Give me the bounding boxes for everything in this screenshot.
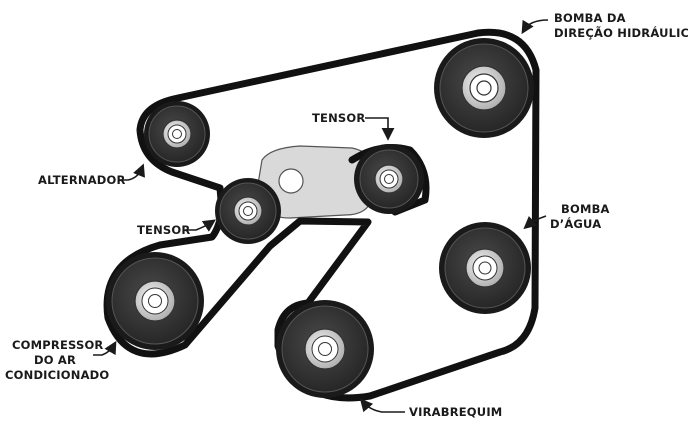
arrow-ac-compressor (93, 340, 117, 356)
label-ac-2: DO AR (34, 353, 76, 367)
label-power-steering-2: DIREÇÃO HIDRÁULICA (554, 25, 688, 40)
arrow-water-pump (523, 215, 547, 230)
label-crankshaft: VIRABREQUIM (409, 405, 502, 419)
crankshaft-pulley (276, 300, 374, 398)
label-alternator: ALTERNADOR (38, 173, 126, 187)
label-power-steering-1: BOMBA DA (554, 11, 626, 25)
label-ac-1: COMPRESSOR (12, 338, 103, 352)
arrow-power-steering (521, 19, 549, 35)
ac-compressor-pulley (106, 252, 204, 350)
labels: BOMBA DA DIREÇÃO HIDRÁULICA TENSOR ALTER… (5, 11, 688, 419)
label-water-pump-1: BOMBA (561, 202, 610, 216)
label-water-pump-2: D’ÁGUA (550, 216, 601, 231)
water-pump-pulley (439, 222, 531, 314)
leader-arrows (93, 19, 549, 413)
label-top-tensioner: TENSOR (312, 111, 365, 125)
top-tensioner-pulley (354, 144, 424, 214)
left-tensioner-pulley (215, 178, 281, 244)
arrow-crankshaft (359, 398, 405, 413)
label-left-tensioner: TENSOR (137, 223, 190, 237)
arrow-top-tensioner (365, 117, 395, 141)
arrow-alternator (119, 163, 145, 181)
alternator-pulley (144, 101, 210, 167)
power-steering-pulley (434, 38, 534, 138)
arrow-left-tensioner (185, 219, 216, 232)
label-ac-3: CONDICIONADO (5, 368, 109, 382)
